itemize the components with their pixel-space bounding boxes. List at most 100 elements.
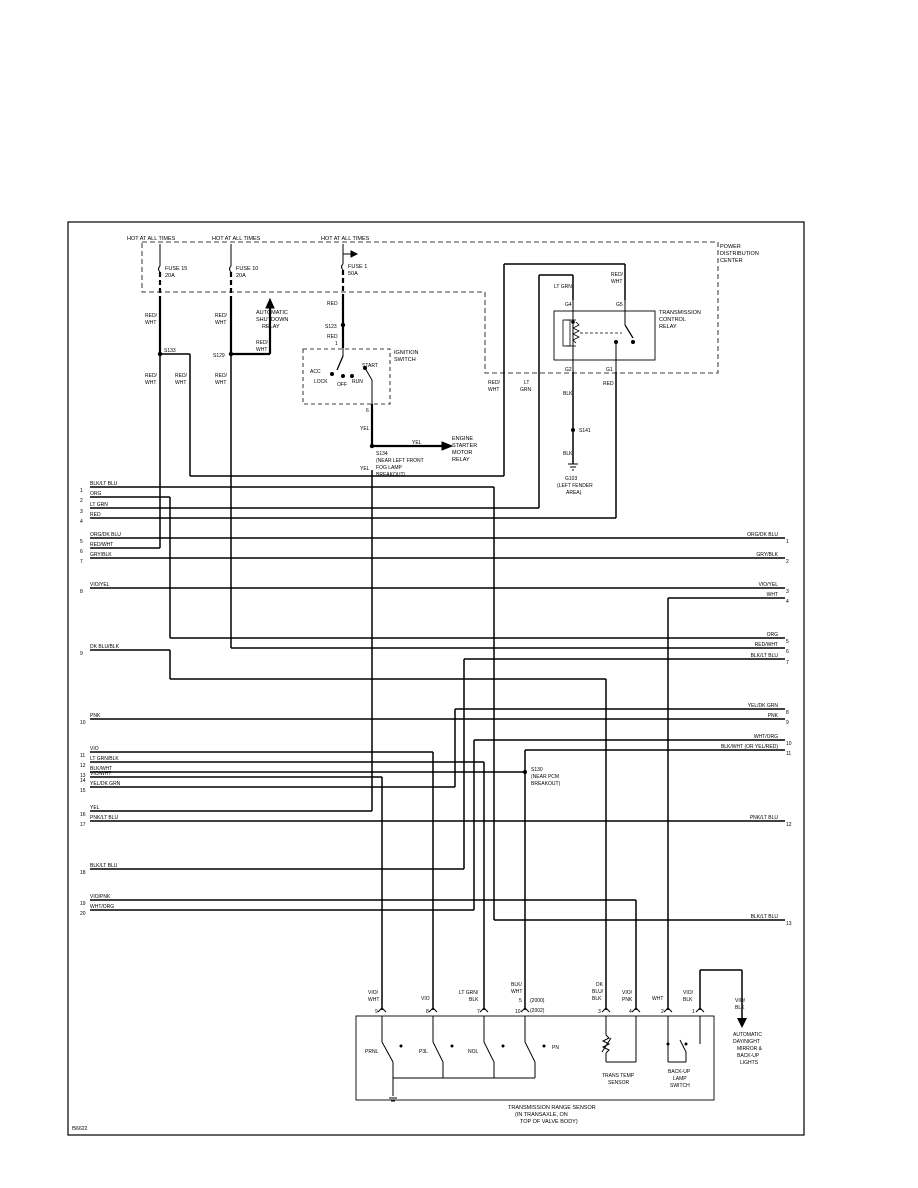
tcr-node: [571, 320, 575, 324]
svg-text:PN: PN: [552, 1045, 559, 1051]
right-pin-number: 12: [786, 822, 792, 828]
svg-text:2: 2: [661, 1009, 664, 1015]
splice-s123: [340, 322, 346, 328]
transmission-range-sensor-box: [355, 1015, 715, 1101]
right-pin-number: 8: [786, 710, 789, 716]
svg-text:9: 9: [375, 1009, 378, 1015]
transmission-control-relay: [553, 310, 656, 361]
right-pin-number: 9: [786, 720, 789, 726]
year-2002-label: (2002): [530, 1008, 545, 1014]
hot-label-2: HOT AT ALL TIMES: [212, 236, 261, 242]
svg-text:LT GRN/BLK: LT GRN/BLK: [459, 990, 479, 1003]
svg-text:G1: G1: [606, 367, 613, 373]
right-wire-label: BLK/WHT (OR YEL/RED): [721, 744, 778, 750]
left-pin-number: 2: [80, 498, 83, 504]
ignition-switch-contacts: [330, 348, 374, 412]
splice-s134: [369, 443, 375, 449]
left-wire-label: ORG/DK BLU: [90, 532, 121, 538]
svg-text:YEL: YEL: [360, 466, 370, 472]
right-pin-number: 4: [786, 599, 789, 605]
s129-label: S129: [213, 353, 225, 359]
right-wire-label: GRY/BLK: [756, 552, 778, 558]
mirror-arrow-icon: [737, 1018, 747, 1028]
svg-text:RED/WHT: RED/WHT: [215, 313, 228, 326]
splice-s130: [523, 770, 527, 774]
left-wire-label: VIO: [90, 746, 99, 752]
svg-text:VIO: VIO: [421, 996, 430, 1002]
svg-text:8: 8: [426, 1009, 429, 1015]
svg-text:RED: RED: [327, 334, 338, 340]
right-wire-label: ORG/DK BLU: [747, 532, 778, 538]
left-pin-number: 16: [80, 812, 86, 818]
fuse-1: [341, 244, 359, 348]
left-pin-number: 20: [80, 911, 86, 917]
tcr-internals: [562, 300, 635, 372]
right-pin-number: 13: [786, 921, 792, 927]
right-wire-label: VIO/YEL: [759, 582, 779, 588]
svg-text:3: 3: [598, 1009, 601, 1015]
left-wire-label: YEL/DK GRN: [90, 781, 121, 787]
ground-tr-sensor: [389, 1097, 397, 1102]
right-wire-label: BLK/LT BLU: [751, 914, 779, 920]
left-wire-label: BLK/WHT: [90, 766, 112, 772]
s141-label: S141: [579, 428, 591, 434]
left-wire-label: RED/WHT: [90, 542, 113, 548]
svg-text:G4: G4: [565, 302, 572, 308]
ignition-switch-box: [302, 348, 391, 405]
left-wire-label: LT GRN/BLK: [90, 756, 119, 762]
tr-sensor-switches: [381, 1016, 701, 1096]
svg-text:VIO/BLK: VIO/BLK: [683, 990, 694, 1003]
svg-text:RED/WHT: RED/WHT: [488, 380, 501, 393]
left-wire-label: GRY/BLK: [90, 552, 112, 558]
svg-text:LOCK: LOCK: [314, 379, 328, 385]
svg-text:PRNL: PRNL: [365, 1049, 379, 1055]
left-wire-label: ORG: [90, 491, 102, 497]
year-2000-label: (2000): [530, 998, 545, 1004]
left-pin-number: 6: [80, 549, 83, 555]
left-wire-label: BLK/LT BLU: [90, 481, 118, 487]
right-pin-number: 7: [786, 660, 789, 666]
left-pin-number: 5: [80, 539, 83, 545]
left-pin-number: 17: [80, 822, 86, 828]
right-wire-label: WHT/ORG: [754, 734, 778, 740]
svg-text:YEL: YEL: [360, 426, 370, 432]
left-pin-number: 9: [80, 651, 83, 657]
right-wire-label: YEL/DK GRN: [748, 703, 779, 709]
switch-contact-dots: [399, 1042, 688, 1048]
right-wire-label: BLK/LT BLU: [751, 653, 779, 659]
svg-text:RED: RED: [327, 301, 338, 307]
harness-wires: [90, 470, 785, 1020]
splice-s141: [571, 428, 575, 432]
left-pin-number: 18: [80, 870, 86, 876]
svg-text:LT GRN: LT GRN: [554, 284, 572, 290]
hot-label-3: HOT AT ALL TIMES: [321, 236, 370, 242]
svg-text:BLK/WHT: BLK/WHT: [511, 982, 522, 995]
right-wire-label: PNK: [768, 713, 779, 719]
svg-text:RED/WHT: RED/WHT: [256, 340, 269, 353]
tr-sensor-label: TRANSMISSION RANGE SENSOR(IN TRANSAXLE, …: [508, 1105, 596, 1125]
tcr-pins: G4 G5 G2 G1: [565, 302, 623, 373]
left-wire-label: RED: [90, 512, 101, 518]
left-wire-label: VIO/YEL: [90, 582, 110, 588]
left-pin-number: 11: [80, 753, 85, 759]
left-wire-label: YEL: [90, 805, 100, 811]
right-wire-label: WHT: [767, 592, 778, 598]
svg-text:RED/WHT: RED/WHT: [145, 373, 158, 386]
left-pin-number: 3: [80, 509, 83, 515]
switch-position-labels: PRNL P3L NOL PN: [365, 1045, 559, 1055]
svg-text:G2: G2: [565, 367, 572, 373]
svg-text:YEL: YEL: [412, 440, 422, 446]
left-pin-number: 4: [80, 519, 83, 525]
left-pin-number: 12: [80, 763, 86, 769]
s133-label: S133: [164, 348, 176, 354]
left-pin-number: 19: [80, 901, 86, 907]
